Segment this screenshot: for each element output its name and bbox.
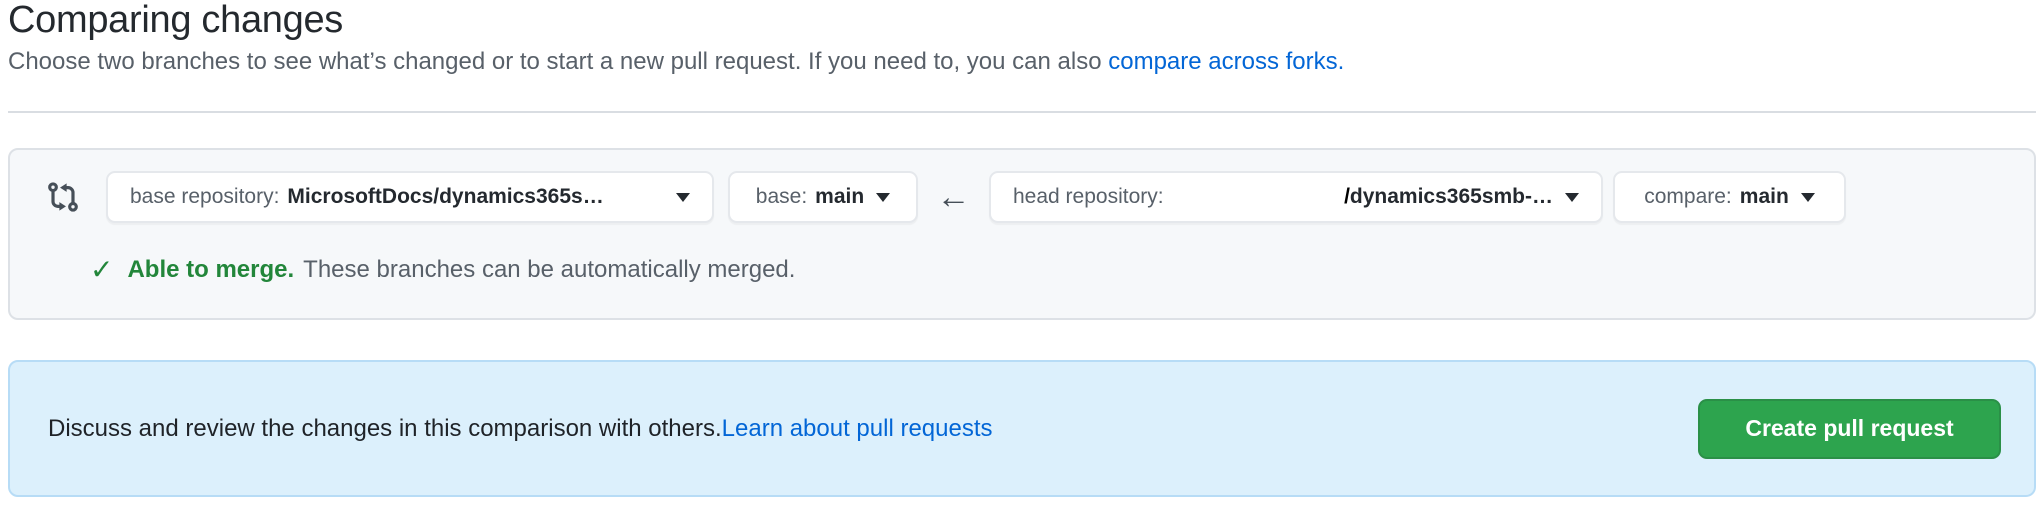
banner-message: Discuss and review the changes in this c… bbox=[48, 414, 722, 442]
merge-status-title: Able to merge. bbox=[127, 256, 295, 283]
caret-down-icon bbox=[876, 192, 891, 202]
check-icon: ✓ bbox=[90, 254, 114, 285]
head-repository-value: dynamics365smb-… bbox=[1349, 185, 1553, 208]
compare-branch-value: main bbox=[1739, 185, 1789, 208]
merge-status-row: ✓ Able to merge. These branches can be a… bbox=[90, 256, 2034, 284]
git-compare-icon bbox=[48, 182, 78, 212]
head-repository-dropdown[interactable]: head repository: / dynamics365smb-… bbox=[989, 171, 1603, 223]
compare-branch-dropdown[interactable]: compare: main bbox=[1613, 171, 1846, 223]
branch-compare-card: base repository: MicrosoftDocs/dynamics3… bbox=[8, 148, 2036, 320]
page-subtitle: Choose two branches to see what’s change… bbox=[8, 46, 1344, 78]
compare-across-forks-link[interactable]: compare across forks. bbox=[1108, 48, 1345, 75]
base-branch-dropdown[interactable]: base: main bbox=[728, 171, 918, 223]
create-pull-request-button[interactable]: Create pull request bbox=[1698, 398, 2001, 459]
merge-status-description: These branches can be automatically merg… bbox=[303, 256, 796, 283]
base-repository-dropdown[interactable]: base repository: MicrosoftDocs/dynamics3… bbox=[106, 171, 714, 223]
compare-branch-label: compare: bbox=[1644, 185, 1732, 208]
subtitle-text: Choose two branches to see what’s change… bbox=[8, 48, 1102, 75]
left-arrow-icon: ← bbox=[936, 178, 971, 216]
pull-request-banner: Discuss and review the changes in this c… bbox=[8, 360, 2036, 497]
learn-about-pull-requests-link[interactable]: Learn about pull requests bbox=[721, 414, 993, 442]
base-branch-label: base: bbox=[755, 185, 808, 208]
caret-down-icon bbox=[1565, 192, 1579, 202]
header-divider bbox=[8, 111, 2036, 113]
base-repository-label: base repository: bbox=[130, 185, 280, 208]
head-repository-slash: / bbox=[1344, 185, 1350, 208]
caret-down-icon bbox=[676, 192, 690, 202]
page-title: Comparing changes bbox=[8, 0, 343, 41]
base-branch-value: main bbox=[815, 185, 865, 208]
caret-down-icon bbox=[1800, 192, 1815, 202]
head-repository-label: head repository: bbox=[1013, 185, 1164, 208]
branch-selector-row: base repository: MicrosoftDocs/dynamics3… bbox=[46, 170, 2034, 224]
base-repository-value: MicrosoftDocs/dynamics365s… bbox=[287, 185, 604, 208]
